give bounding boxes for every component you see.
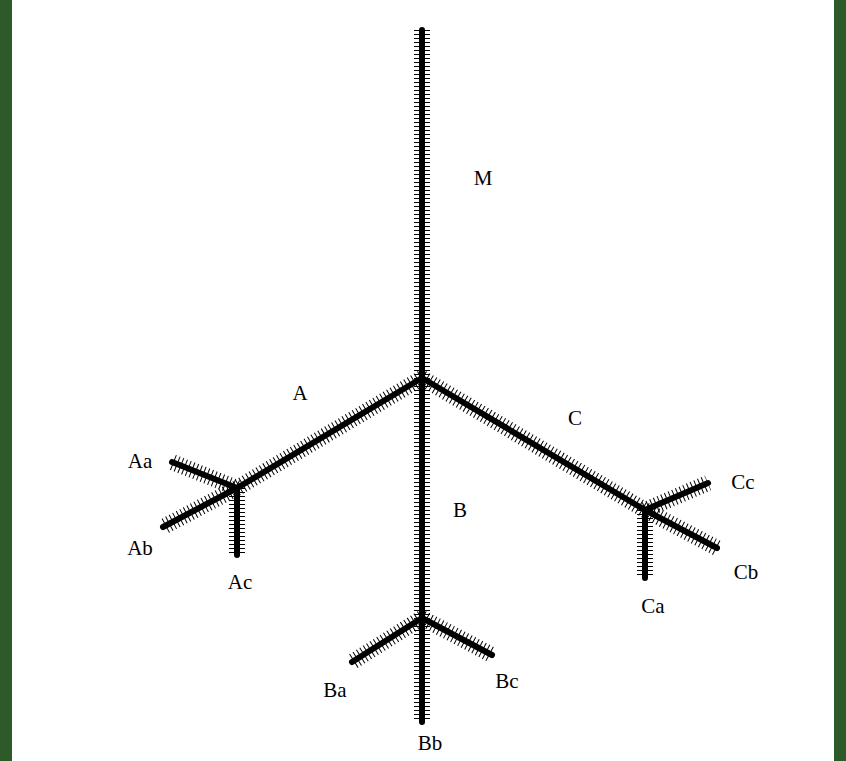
branch-label: A (292, 383, 307, 404)
branch-label: Aa (128, 451, 153, 472)
branch-label: Ab (127, 538, 153, 559)
branch-label: Ac (228, 572, 253, 593)
hatching (163, 30, 717, 722)
branch-label: Ca (641, 596, 664, 617)
branch-label: B (453, 500, 467, 521)
branch-label: C (568, 408, 582, 429)
branch-label: Bc (495, 671, 518, 692)
branch-label: Cc (731, 472, 754, 493)
branch-label: Cb (734, 562, 759, 583)
branch-lines (163, 30, 717, 722)
branch-label: M (474, 168, 493, 189)
branch-label: Bb (418, 733, 443, 754)
branch-label: Ba (323, 680, 346, 701)
